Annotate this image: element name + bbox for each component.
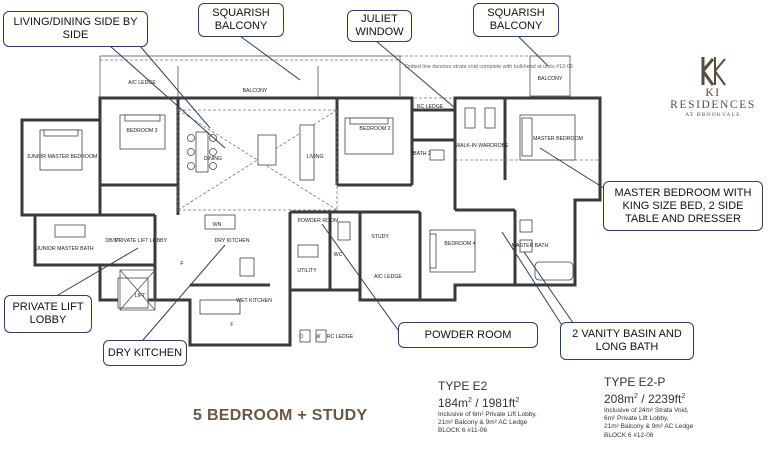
label-f1: F (180, 261, 183, 267)
callout-juliet-window: JULIET WINDOW (347, 10, 412, 42)
label-db-st: DB/ST (105, 238, 121, 244)
type-e2p-area-m: 208m (604, 392, 635, 406)
type-e2p-note-1: Inclusive of 24m² Strata Void, (604, 407, 689, 414)
type-e2p-title: TYPE E2-P (604, 375, 666, 389)
label-junior-master-bath: JUNIOR MASTER BATH (36, 246, 94, 252)
type-e2p-note-3: 21m² Balcony & 9m² AC Ledge (604, 423, 694, 431)
type-e2-note-3: BLOCK 6 #11-06 (438, 427, 488, 435)
label-bath2: BATH 2 (413, 151, 431, 157)
type-e2-area: 184m2 / 1981ft2 (438, 393, 598, 411)
type-e2p-block: TYPE E2-P 208m2 / 2239ft2 Inclusive of 2… (604, 375, 764, 440)
plan-note: Dotted line denotes strata void complete… (405, 64, 573, 70)
type-e2p-sup1: 2 (634, 393, 638, 400)
callout-master-bedroom: MASTER BEDROOM WITH KING SIZE BED, 2 SID… (603, 181, 763, 231)
type-e2p-sup2: 2 (681, 393, 686, 400)
label-living: LIVING (306, 154, 323, 160)
label-dining: DINING (204, 156, 222, 162)
type-e2p-note-4: BLOCK 6 #12-06 (604, 431, 654, 439)
type-e2p-note-2: 6m² Private Lift Lobby, (604, 415, 669, 423)
label-rc-ledge-top: RC LEDGE (417, 104, 444, 110)
label-bedroom4: BEDROOM 4 (444, 241, 475, 247)
type-e2-sup1: 2 (468, 397, 472, 404)
label-wet-kitchen: WET KITCHEN (236, 298, 272, 304)
callout-dry-kitchen: DRY KITCHEN (103, 340, 187, 366)
type-e2p-area-ft: / 2239ft (637, 392, 682, 406)
brand-name: KI RESIDENCES (670, 87, 756, 111)
floorplan-title: 5 BEDROOM + STUDY (193, 407, 368, 424)
ki-logo-icon (701, 57, 726, 86)
label-d: D (299, 334, 303, 340)
label-study: STUDY (371, 234, 389, 240)
type-e2-area-m: 184m (438, 396, 469, 410)
label-walk-in-wardrobe: WALK-IN WARDROBE (455, 143, 509, 149)
type-e2-title: TYPE E2 (438, 379, 488, 393)
label-private-lift-lobby: PRIVATE LIFT LOBBY (115, 238, 168, 244)
callout-powder-room: POWDER ROOM (398, 322, 538, 348)
type-e2-sup2: 2 (515, 397, 520, 404)
label-bedroom2: BEDROOM 2 (359, 126, 390, 132)
brand-block: KI RESIDENCES AT BROOKVALE (668, 55, 758, 118)
type-e2-area-ft: / 1981ft (471, 396, 516, 410)
callout-vanity-bath: 2 VANITY BASIN AND LONG BATH (560, 322, 694, 360)
plan-note-line1: Dotted line denotes strata void complete… (405, 64, 573, 70)
type-e2-note-2: 21m² Balcony & 9m² AC Ledge (438, 419, 528, 427)
label-rc-ledge-bottom: RC LEDGE (327, 334, 354, 340)
type-e2-block: TYPE E2 184m2 / 1981ft2 Inclusive of 6m²… (438, 379, 598, 436)
callout-squarish-balcony-1: SQUARISH BALCONY (198, 3, 284, 37)
label-w: W (316, 334, 321, 340)
label-ac-ledge-top: A/C LEDGE (128, 80, 156, 86)
brand-subtitle: AT BROOKVALE (685, 112, 741, 118)
label-utility: UTILITY (297, 268, 317, 274)
label-dry-kitchen: DRY KITCHEN (215, 238, 250, 244)
label-wn: WN (213, 222, 222, 228)
type-e2p-area: 208m2 / 2239ft2 (604, 389, 764, 407)
label-bedroom3: BEDROOM 3 (126, 128, 157, 134)
label-master-bedroom: MASTER BEDROOM (533, 136, 583, 142)
label-lift: LIFT (135, 293, 146, 299)
label-balcony: BALCONY (243, 88, 268, 94)
label-f2: F (230, 322, 233, 328)
type-e2-note-1: Inclusive of 6m² Private Lift Lobby, (438, 411, 537, 418)
label-ac-ledge-mid: A/C LEDGE (374, 274, 402, 280)
label-powder-room: POWDER ROOM (298, 218, 339, 224)
label-master-bath: MASTER BATH (512, 243, 549, 249)
label-junior-master-bedroom: JUNIOR MASTER BEDROOM (27, 154, 98, 160)
callout-squarish-balcony-2: SQUARISH BALCONY (473, 3, 559, 37)
label-balcony-right: BALCONY (538, 76, 563, 82)
label-wc: WC (334, 252, 343, 258)
callout-private-lift-lobby: PRIVATE LIFT LOBBY (4, 295, 92, 333)
callout-living-dining: LIVING/DINING SIDE BY SIDE (3, 11, 148, 47)
